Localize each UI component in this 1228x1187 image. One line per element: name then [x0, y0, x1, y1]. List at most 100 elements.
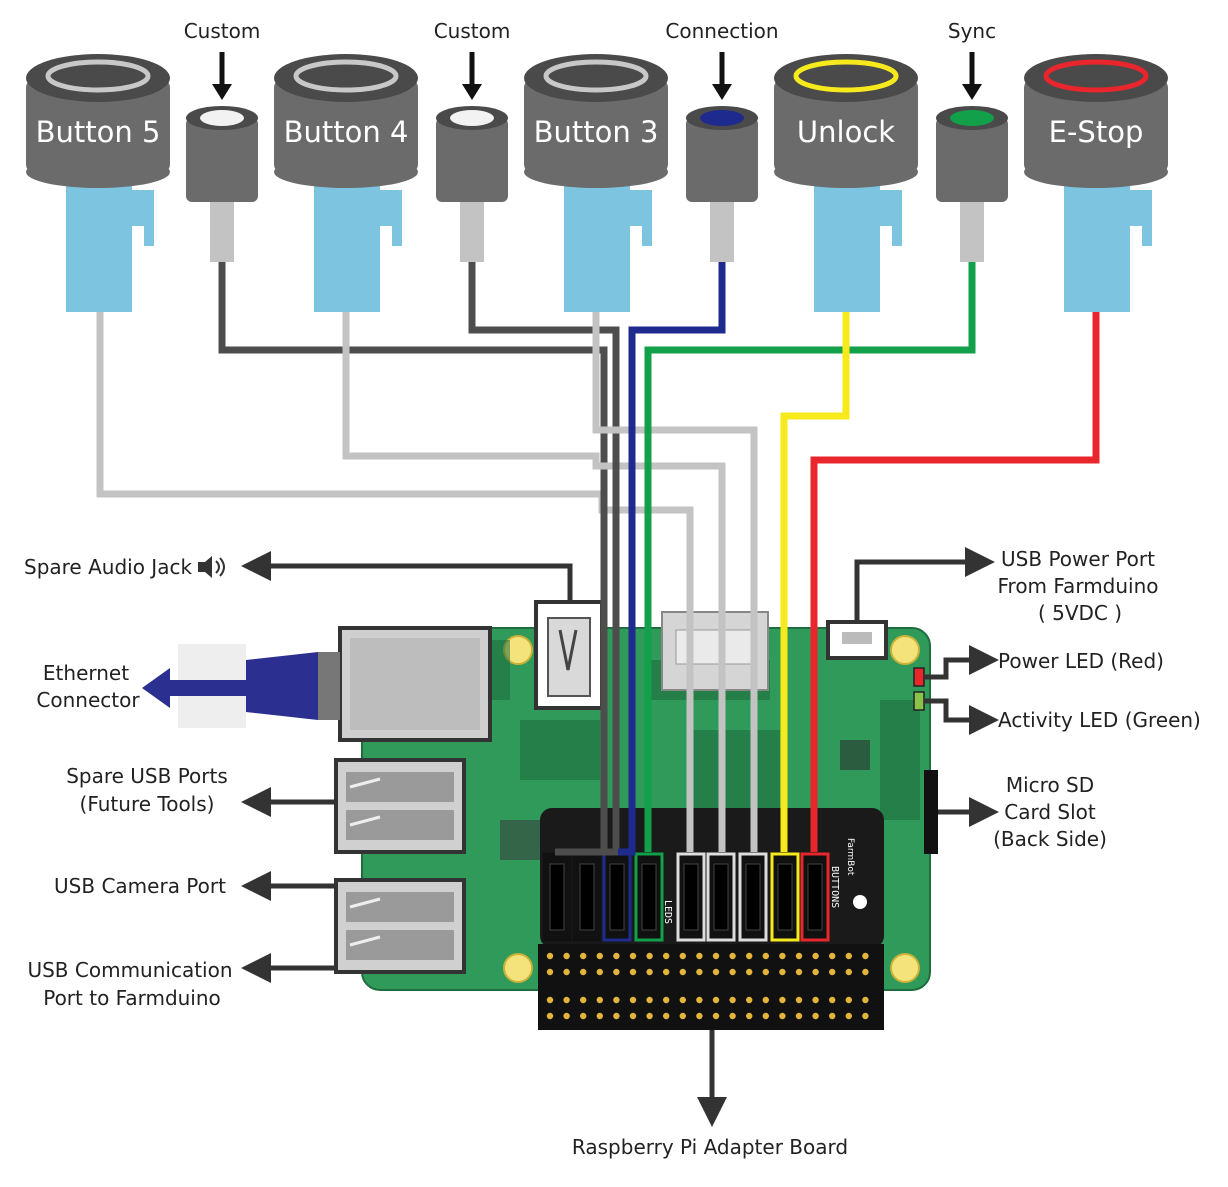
usb-power-label-line3: ( 5VDC ) [1038, 601, 1122, 625]
gpio-pin [845, 1012, 852, 1020]
indicator-led-3: Connection [665, 19, 779, 262]
adapter-connector-8 [770, 852, 800, 942]
adapter-connector-2 [572, 852, 602, 942]
gpio-pin [546, 968, 554, 976]
pushbutton-2: Button 4 [274, 54, 418, 312]
gpio-header-pins [546, 952, 869, 1020]
sd-card-label-line3: (Back Side) [993, 827, 1107, 851]
indicator-led-1: Custom [184, 19, 261, 262]
gpio-pin [795, 996, 803, 1004]
pushbutton-label: Button 3 [534, 115, 659, 149]
sd-card-label-line1: Micro SD [1006, 773, 1094, 797]
arrow-icon [962, 84, 982, 100]
sd-card-label-line2: Card Slot [1004, 800, 1096, 824]
gpio-pin [563, 968, 570, 976]
gpio-pin [779, 952, 786, 960]
gpio-pin [679, 996, 686, 1004]
gpio-pin [845, 968, 852, 976]
gpio-pin [812, 1012, 819, 1020]
adapter-connector-7 [738, 852, 768, 942]
gpio-pin [712, 996, 720, 1004]
gpio-pin [845, 952, 852, 960]
pushbutton-4: Unlock [774, 54, 918, 312]
gpio-pin [729, 952, 736, 960]
pushbutton-5: E-Stop [1024, 54, 1168, 312]
pushbutton-label: E-Stop [1049, 115, 1144, 149]
ethernet-label-line2: Connector [36, 688, 140, 712]
adapter-connector-4 [634, 852, 664, 942]
gpio-pin [563, 952, 570, 960]
gpio-pin [613, 1012, 620, 1020]
indicator-label: Connection [665, 19, 778, 43]
usb-port-stack-lower [334, 878, 466, 974]
power-led-label: Power LED (Red) [998, 649, 1164, 673]
audio-jack-component [534, 600, 604, 710]
arrow-icon [142, 668, 300, 708]
gpio-pin [779, 1012, 786, 1020]
gpio-pin [746, 968, 753, 976]
gpio-pin [829, 968, 836, 976]
gpio-pin [696, 1012, 703, 1020]
gpio-pin [580, 968, 587, 976]
gpio-pin [862, 968, 869, 976]
wire-harness [96, 246, 1100, 856]
usb-comm-label-line2: Port to Farmduino [43, 986, 221, 1010]
gpio-pin [663, 952, 670, 960]
arrow-icon [212, 84, 232, 100]
callout-arrows [241, 547, 999, 1127]
usb-power-label-line1: USB Power Port [1001, 547, 1155, 571]
gpio-pin [729, 1012, 736, 1020]
gpio-pin [629, 1012, 637, 1020]
button-row: Button 5 Button 4 Button 3 Unlock E-Stop [26, 54, 1168, 312]
gpio-pin [729, 996, 736, 1004]
gpio-pin [829, 1012, 836, 1020]
gpio-pin [712, 1012, 720, 1020]
gpio-pin [646, 968, 653, 976]
gpio-pin [580, 1012, 587, 1020]
gpio-pin [795, 1012, 803, 1020]
gpio-pin [546, 996, 554, 1004]
gpio-pin [596, 996, 603, 1004]
gpio-pin [629, 996, 637, 1004]
pushbutton-label: Unlock [797, 115, 895, 149]
spare-usb-label-line2: (Future Tools) [80, 792, 215, 816]
gpio-pin [696, 968, 703, 976]
gpio-pin [679, 1012, 686, 1020]
gpio-pin [829, 952, 836, 960]
indicator-label: Custom [184, 19, 261, 43]
gpio-pin [629, 952, 637, 960]
gpio-pin [696, 996, 703, 1004]
usb-power-label-line2: From Farmduino [997, 574, 1158, 598]
arrow-icon [462, 84, 482, 100]
gpio-pin [729, 968, 736, 976]
gpio-pin [563, 1012, 570, 1020]
gpio-pin [646, 996, 653, 1004]
gpio-pin [746, 996, 753, 1004]
gpio-pin [563, 996, 570, 1004]
gpio-pin [580, 996, 587, 1004]
gpio-pin [762, 1012, 769, 1020]
gpio-pin [712, 952, 720, 960]
adapter-connector-3 [602, 852, 632, 942]
gpio-pin [663, 1012, 670, 1020]
indicator-label: Custom [434, 19, 511, 43]
usb-comm-label-line1: USB Communication [27, 958, 232, 982]
arrow-icon [712, 84, 732, 100]
adapter-board-label: Raspberry Pi Adapter Board [572, 1135, 848, 1159]
ethernet-label-line1: Ethernet [43, 661, 129, 685]
gpio-pin [779, 996, 786, 1004]
gpio-pin [613, 952, 620, 960]
pushbutton-1: Button 5 [26, 54, 170, 312]
gpio-pin [746, 952, 753, 960]
gpio-pin [812, 952, 819, 960]
pushbutton-label: Button 5 [36, 115, 161, 149]
audio-jack-label: Spare Audio Jack [24, 555, 192, 579]
gpio-pin [829, 996, 836, 1004]
gpio-pin [663, 968, 670, 976]
adapter-brand-label: FarmBot [845, 838, 855, 876]
usb-camera-label: USB Camera Port [54, 874, 226, 898]
gpio-pin [596, 952, 603, 960]
gpio-pin [613, 996, 620, 1004]
gpio-pin [795, 968, 803, 976]
